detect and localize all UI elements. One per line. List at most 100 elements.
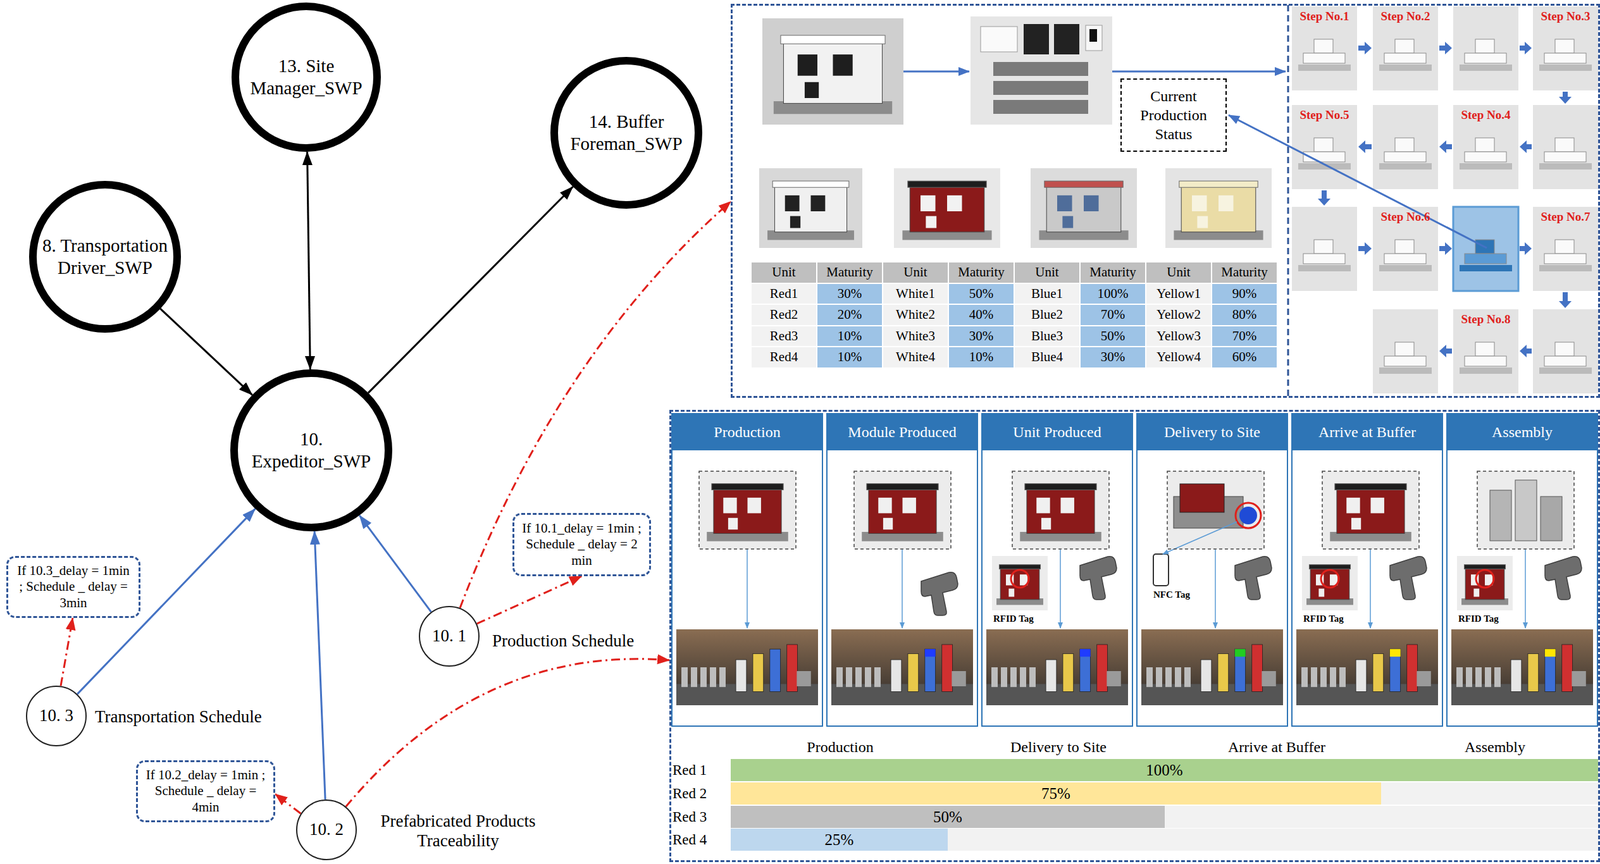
table-header: Maturity xyxy=(948,261,1015,284)
picture-shape xyxy=(797,54,818,76)
picture-shape xyxy=(681,667,688,688)
phase-label: Assembly xyxy=(1419,736,1571,758)
node-label: 8. Transportation Driver_SWP xyxy=(41,234,169,280)
picture-shape xyxy=(1457,556,1513,611)
picture-shape xyxy=(1489,490,1512,541)
picture-shape xyxy=(787,644,798,692)
step-arrow xyxy=(1558,91,1572,104)
step-arrow xyxy=(1519,242,1532,255)
picture-shape xyxy=(772,180,850,188)
role-circle: 10. Expeditor_SWP xyxy=(230,369,393,532)
flow-arrow xyxy=(903,70,970,73)
progress-track xyxy=(730,782,1599,805)
stage-column: Delivery to Site xyxy=(1136,413,1289,727)
tag-marker xyxy=(1320,570,1339,588)
picture-shape xyxy=(1372,309,1439,394)
picture-shape xyxy=(1395,239,1414,254)
picture-shape xyxy=(998,564,1041,570)
picture-shape xyxy=(831,629,974,706)
node-label: If 10.3_delay = 1min ; Schedule _ delay … xyxy=(14,563,133,612)
task-name: Production Schedule xyxy=(492,631,634,652)
picture-shape xyxy=(1379,367,1432,374)
picture-shape xyxy=(993,80,1089,95)
picture-shape xyxy=(951,671,966,687)
picture-shape xyxy=(1060,497,1075,514)
picture-shape xyxy=(1062,653,1074,692)
picture-shape xyxy=(1302,556,1358,611)
tag-marker xyxy=(1235,502,1261,529)
picture-shape xyxy=(920,195,936,212)
picture-shape xyxy=(1532,105,1599,190)
picture-shape xyxy=(1475,39,1495,54)
tag-label: RFID Tag xyxy=(1458,613,1499,625)
picture-shape xyxy=(1384,53,1427,64)
picture-shape xyxy=(1477,471,1575,550)
picture-shape xyxy=(1407,644,1418,692)
picture-shape xyxy=(1030,168,1137,249)
connector xyxy=(60,618,73,687)
picture-shape xyxy=(783,41,882,104)
photo-frame xyxy=(1167,471,1265,550)
picture-shape xyxy=(1036,497,1050,514)
table-header: Unit xyxy=(882,261,949,284)
picture-shape xyxy=(986,629,1129,706)
picture-shape xyxy=(1329,667,1337,688)
picture-shape xyxy=(1083,195,1099,212)
picture-shape xyxy=(1540,496,1563,541)
picture-shape xyxy=(1395,342,1414,357)
picture-shape xyxy=(924,649,936,657)
picture-shape xyxy=(1314,137,1334,152)
tag-label: NFC Tag xyxy=(1153,589,1191,601)
step-arrow xyxy=(1558,292,1572,309)
picture-shape xyxy=(1464,356,1507,367)
picture-shape xyxy=(1475,342,1495,357)
picture-shape xyxy=(1179,483,1225,513)
step-arrow xyxy=(1519,41,1532,55)
picture-shape xyxy=(774,186,847,233)
stage-header: Module Produced xyxy=(827,414,977,451)
stage-header: Production xyxy=(672,414,822,451)
condition-callout: If 10.2_delay = 1min ; Schedule _ delay … xyxy=(136,760,276,823)
stage-column: Unit Produced xyxy=(981,413,1134,727)
progress-bar: 100% xyxy=(730,759,1599,782)
picture-shape xyxy=(1465,568,1505,600)
picture-shape xyxy=(991,667,998,688)
picture-shape xyxy=(1301,667,1308,688)
picture-shape xyxy=(1370,497,1385,514)
picture-shape xyxy=(1165,667,1172,688)
picture-shape xyxy=(1298,265,1351,272)
table-cell: 70% xyxy=(1211,325,1278,348)
picture-shape xyxy=(1379,64,1432,71)
picture-shape xyxy=(1379,163,1432,170)
connector xyxy=(314,531,326,800)
connector xyxy=(160,308,253,395)
picture-shape xyxy=(1475,137,1495,152)
step-label: Step No.3 xyxy=(1533,9,1598,24)
table-cell: 30% xyxy=(1079,346,1146,369)
table-cell: Yellow4 xyxy=(1145,346,1212,369)
picture-shape xyxy=(690,667,698,688)
table-header: Maturity xyxy=(816,261,883,284)
picture-shape xyxy=(1054,24,1080,55)
picture-shape xyxy=(1010,667,1017,688)
node-label: 10. 2 xyxy=(309,820,344,840)
picture-shape xyxy=(709,667,717,688)
picture-shape xyxy=(785,195,800,212)
picture-shape xyxy=(762,18,904,125)
step-arrow xyxy=(1358,140,1372,154)
picture-shape xyxy=(1000,667,1008,688)
picture-shape xyxy=(1544,649,1556,657)
picture-shape xyxy=(890,659,902,692)
row-label: Red 3 xyxy=(672,806,707,829)
picture-shape xyxy=(1298,64,1351,71)
picture-shape xyxy=(1041,518,1051,530)
row-label: Red 4 xyxy=(672,828,707,851)
progress-track xyxy=(730,828,1599,851)
connector xyxy=(459,201,731,608)
flow-line xyxy=(901,549,903,629)
picture-shape xyxy=(925,216,937,229)
role-circle: 14. Buffer Foreman_SWP xyxy=(550,56,703,209)
picture-shape xyxy=(980,26,1018,52)
table-cell: 30% xyxy=(816,283,883,305)
